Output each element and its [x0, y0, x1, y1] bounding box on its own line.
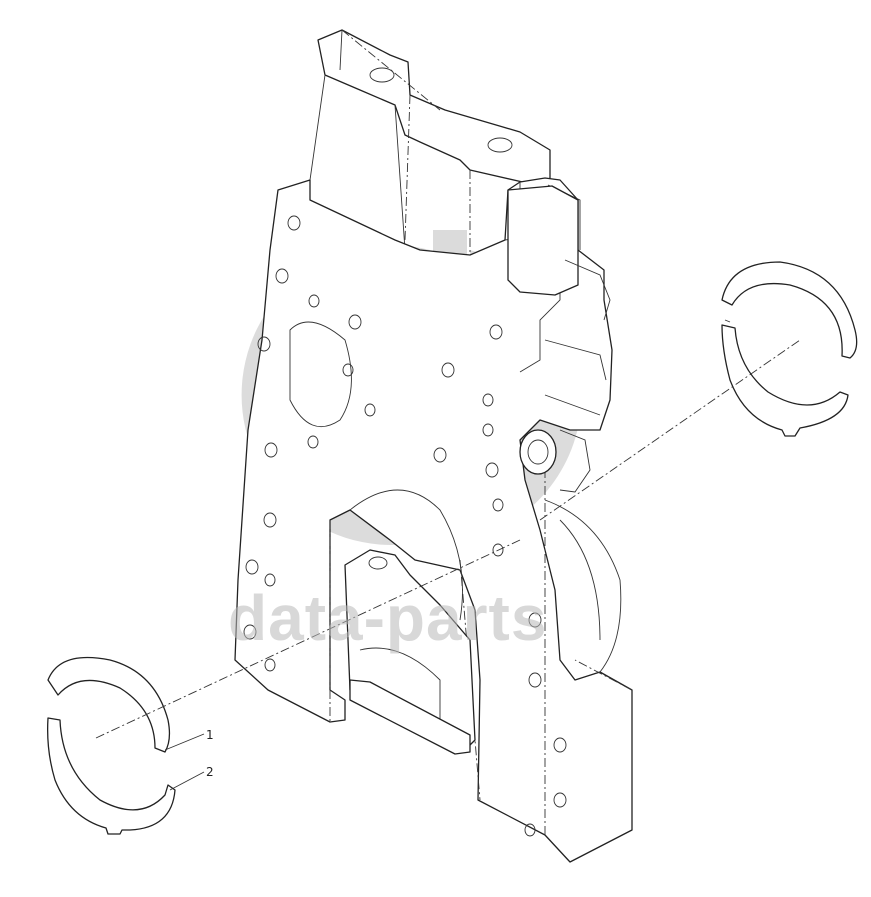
callout-2: 2	[169, 765, 214, 791]
callout-2-label: 2	[206, 765, 214, 779]
assembly-axis-line	[95, 339, 801, 739]
thrust-washer-left	[47, 656, 176, 835]
thrust-washer-right	[721, 261, 858, 437]
callout-1: 1	[164, 728, 214, 751]
bolt-holes	[243, 215, 567, 837]
callout-1-label: 1	[206, 728, 214, 742]
gear-housing	[234, 29, 633, 863]
watermark-text: data-parts	[228, 582, 547, 654]
